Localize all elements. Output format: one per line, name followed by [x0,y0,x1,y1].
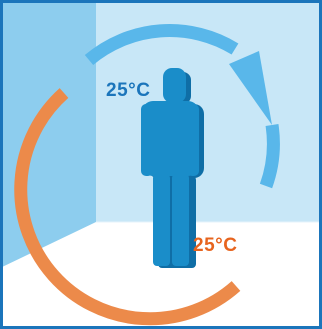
person-silhouette-icon [141,68,204,268]
lower-temperature-label: 25°C [193,235,237,256]
cool-air-arc [84,24,239,66]
cool-air-arc-tail [259,124,280,189]
warm-air-arc [14,88,241,326]
circular-arrow-icon [229,51,272,125]
room-left-wall [0,0,96,268]
upper-temperature-label: 25°C [106,80,150,101]
